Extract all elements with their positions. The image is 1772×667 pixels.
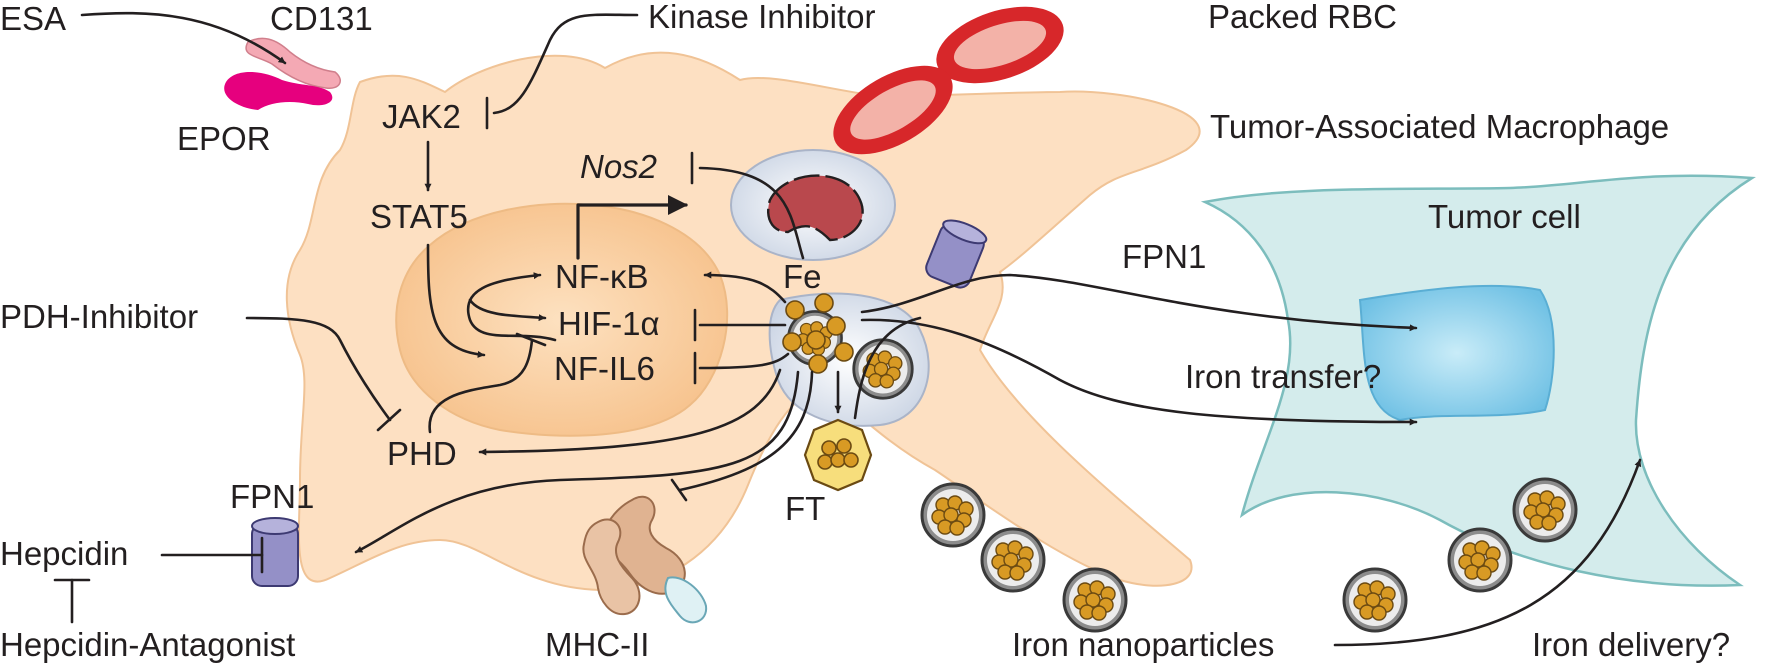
label-epor: EPOR	[177, 120, 271, 157]
inhibit-pdh-phd	[245, 316, 392, 422]
nanoparticle-ext-4	[1342, 567, 1408, 633]
tumor-nucleus	[1358, 284, 1555, 422]
label-fe: Fe	[783, 258, 822, 295]
label-fpn1-top: FPN1	[1122, 238, 1206, 275]
label-tam: Tumor-Associated Macrophage	[1210, 108, 1669, 145]
label-iron-delivery: Iron delivery?	[1532, 626, 1730, 663]
inhibit-bar-mhc	[670, 478, 688, 502]
label-nfkb: NF-κB	[555, 258, 649, 295]
arrow-iron-transfer	[860, 318, 1418, 426]
arrow-nos2-transcription	[576, 195, 688, 260]
label-fpn1-left: FPN1	[230, 478, 314, 515]
nanoparticle-ext-3	[1062, 567, 1128, 633]
mhc2-molecule	[582, 495, 708, 624]
engulfed-rbc-fragment	[766, 174, 864, 242]
arrow-iron-delivery	[1333, 458, 1642, 647]
nanoparticle-ext-5	[1447, 527, 1513, 593]
label-iron-transfer: Iron transfer?	[1185, 358, 1381, 395]
packed-rbc-1	[936, 6, 1064, 84]
label-mhc2: MHC-II	[545, 626, 649, 663]
arrow-fe-nfkb	[703, 271, 787, 304]
ferritin	[803, 418, 873, 492]
inhibit-kinase-jak2	[492, 13, 639, 115]
inhibit-bar-pdh	[376, 408, 402, 432]
arrow-stat5-nucleus	[426, 243, 486, 358]
inhibit-fe-nfil6	[698, 352, 790, 370]
epor-receptor	[224, 72, 333, 110]
inhibit-fe-mhc	[678, 370, 814, 492]
arrow-fe-fpn1	[354, 370, 800, 554]
inhibit-bar-phd-hif	[515, 332, 547, 347]
label-esa: ESA	[0, 0, 66, 37]
label-hif1a: HIF-1α	[558, 305, 660, 342]
iron-dots	[782, 293, 854, 374]
fpn1-transporter-right	[925, 219, 988, 289]
inhibit-phd-hif	[428, 338, 534, 434]
label-ft: FT	[785, 490, 825, 527]
cd131-receptor	[245, 37, 341, 89]
label-kinase-inhibitor: Kinase Inhibitor	[648, 0, 875, 35]
packed-rbc-2	[833, 65, 953, 155]
label-nos2: Nos2	[580, 148, 657, 185]
arrow-esa-to-cd131	[80, 11, 287, 65]
label-phd: PHD	[387, 435, 457, 472]
nanoparticle-ext-1	[920, 482, 986, 548]
label-hepcidin: Hepcidin	[0, 535, 128, 572]
label-jak2: JAK2	[382, 98, 461, 135]
fpn1-transporter-left	[251, 517, 299, 587]
nanoparticle-ext-2	[980, 527, 1046, 593]
arrow-fe-tumor-via-fpn1	[860, 273, 1418, 332]
label-iron-nanoparticles: Iron nanoparticles	[1012, 626, 1274, 663]
label-cd131: CD131	[270, 0, 373, 37]
label-hepcidin-antagonist: Hepcidin-Antagonist	[0, 626, 295, 663]
label-nfil6: NF-IL6	[554, 350, 655, 387]
label-stat5: STAT5	[370, 198, 468, 235]
label-packed-rbc: Packed RBC	[1208, 0, 1397, 35]
macrophage-cell	[285, 51, 1201, 592]
inhibit-fe-nos2	[698, 166, 805, 260]
nanoparticle-internal-2	[852, 338, 914, 400]
label-tumor-cell: Tumor cell	[1428, 198, 1581, 235]
loop-arrow-hif	[468, 298, 547, 322]
label-pdh-inhibitor: PDH-Inhibitor	[0, 298, 198, 335]
line-ft-vacuole	[853, 316, 922, 420]
nanoparticle-ext-6	[1512, 477, 1578, 543]
arrow-fe-phd	[478, 368, 782, 456]
